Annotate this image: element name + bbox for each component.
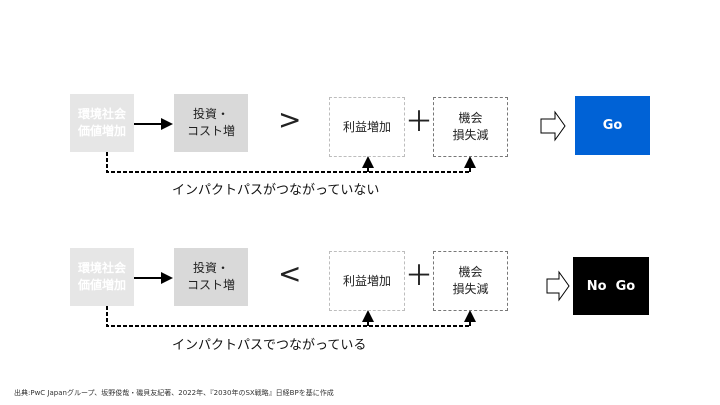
env-value-box: 環境社会 価値増加 (70, 248, 134, 306)
row2-caption: インパクトパスでつながっている (172, 338, 367, 353)
cost-box: 投資・ コスト増 (174, 248, 248, 306)
cost-box: 投資・ コスト増 (174, 94, 248, 152)
loss-reduction-box: 機会 損失減 (433, 97, 508, 157)
greater-than-operator: > (278, 103, 302, 136)
env-value-box: 環境社会 価値増加 (70, 94, 134, 152)
profit-box: 利益増加 (329, 251, 405, 311)
row1-caption: インパクトパスがつながっていない (172, 183, 380, 198)
plus-operator: ＋ (405, 259, 434, 292)
source-note: 出典:PwC Japanグループ、坂野俊哉・磯貝友紀著、2022年、『2030年… (14, 389, 334, 397)
row1-connectors (106, 110, 566, 173)
no-go-result: No Go (573, 257, 649, 315)
profit-box: 利益増加 (329, 97, 405, 157)
less-than-operator: < (278, 257, 302, 290)
plus-operator: ＋ (405, 105, 434, 138)
go-result: Go (575, 96, 650, 155)
loss-reduction-box: 機会 損失減 (433, 251, 508, 311)
row2-connectors (106, 270, 570, 327)
